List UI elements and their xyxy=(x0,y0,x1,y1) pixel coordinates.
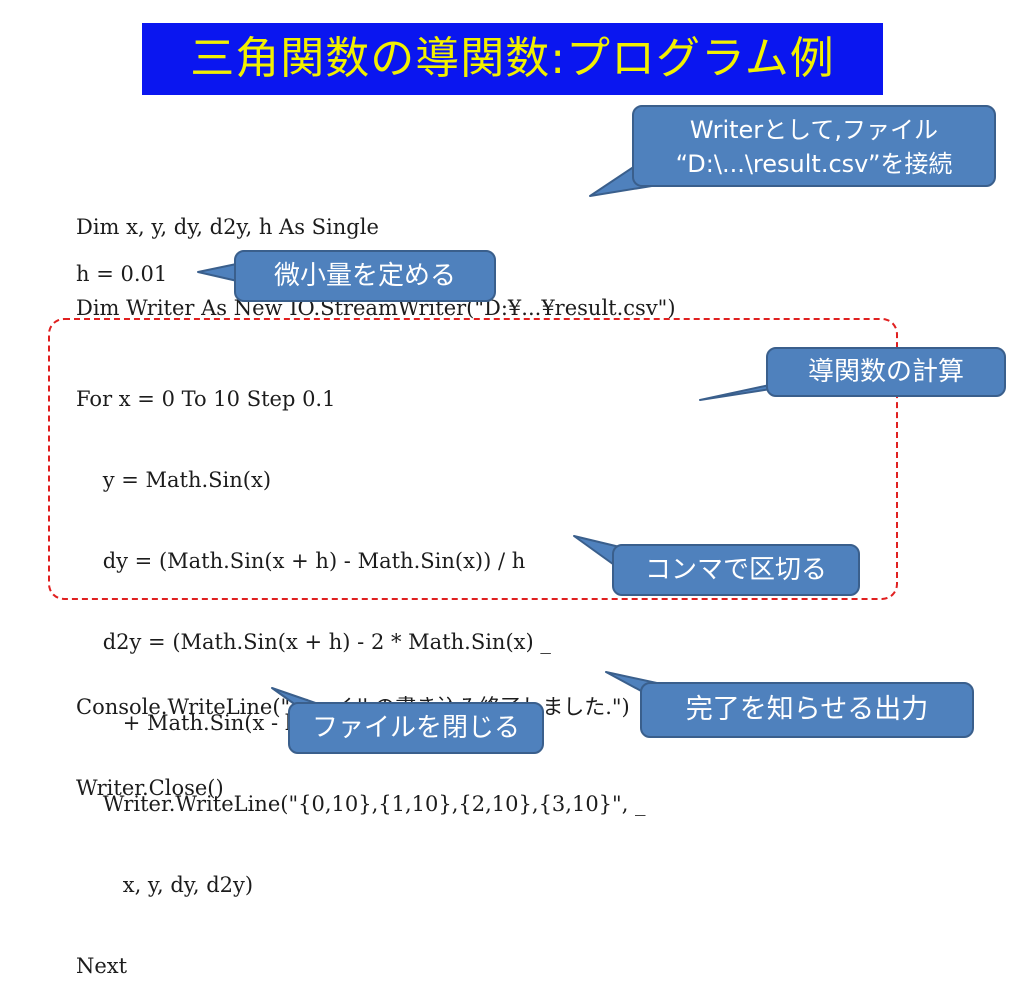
code-line-writer-close: Writer.Close() xyxy=(76,776,224,800)
code-line-h-assign: h = 0.01 xyxy=(76,262,168,286)
slide-title: 三角関数の導関数:プログラム例 xyxy=(142,23,883,95)
callout-completion-output: 完了を知らせる出力 xyxy=(640,682,974,738)
callout-derivative-calc: 導関数の計算 xyxy=(766,347,1006,397)
code-line-dy: dy = (Math.Sin(x + h) - Math.Sin(x)) / h xyxy=(76,549,526,573)
callout-writer-line1: Writerとして,ファイル xyxy=(689,116,939,144)
callout-writer-connect: Writerとして,ファイル “D:\...\result.csv”を接続 xyxy=(632,105,996,187)
code-line-writeline-cont: x, y, dy, d2y) xyxy=(76,873,254,897)
code-line-for: For x = 0 To 10 Step 0.1 xyxy=(76,387,336,411)
loop-highlight-box xyxy=(48,318,898,600)
callout-comma-separate: コンマで区切る xyxy=(612,544,860,596)
callout-close-file: ファイルを閉じる xyxy=(288,702,544,754)
code-line-d2y: d2y = (Math.Sin(x + h) - 2 * Math.Sin(x)… xyxy=(76,630,551,654)
code-line-y: y = Math.Sin(x) xyxy=(76,468,272,492)
callout-small-amount: 微小量を定める xyxy=(234,250,496,302)
callout-writer-line2: “D:\...\result.csv”を接続 xyxy=(675,150,953,178)
code-line-declare-vars: Dim x, y, dy, d2y, h As Single xyxy=(76,215,379,239)
code-line-next: Next xyxy=(76,954,128,978)
